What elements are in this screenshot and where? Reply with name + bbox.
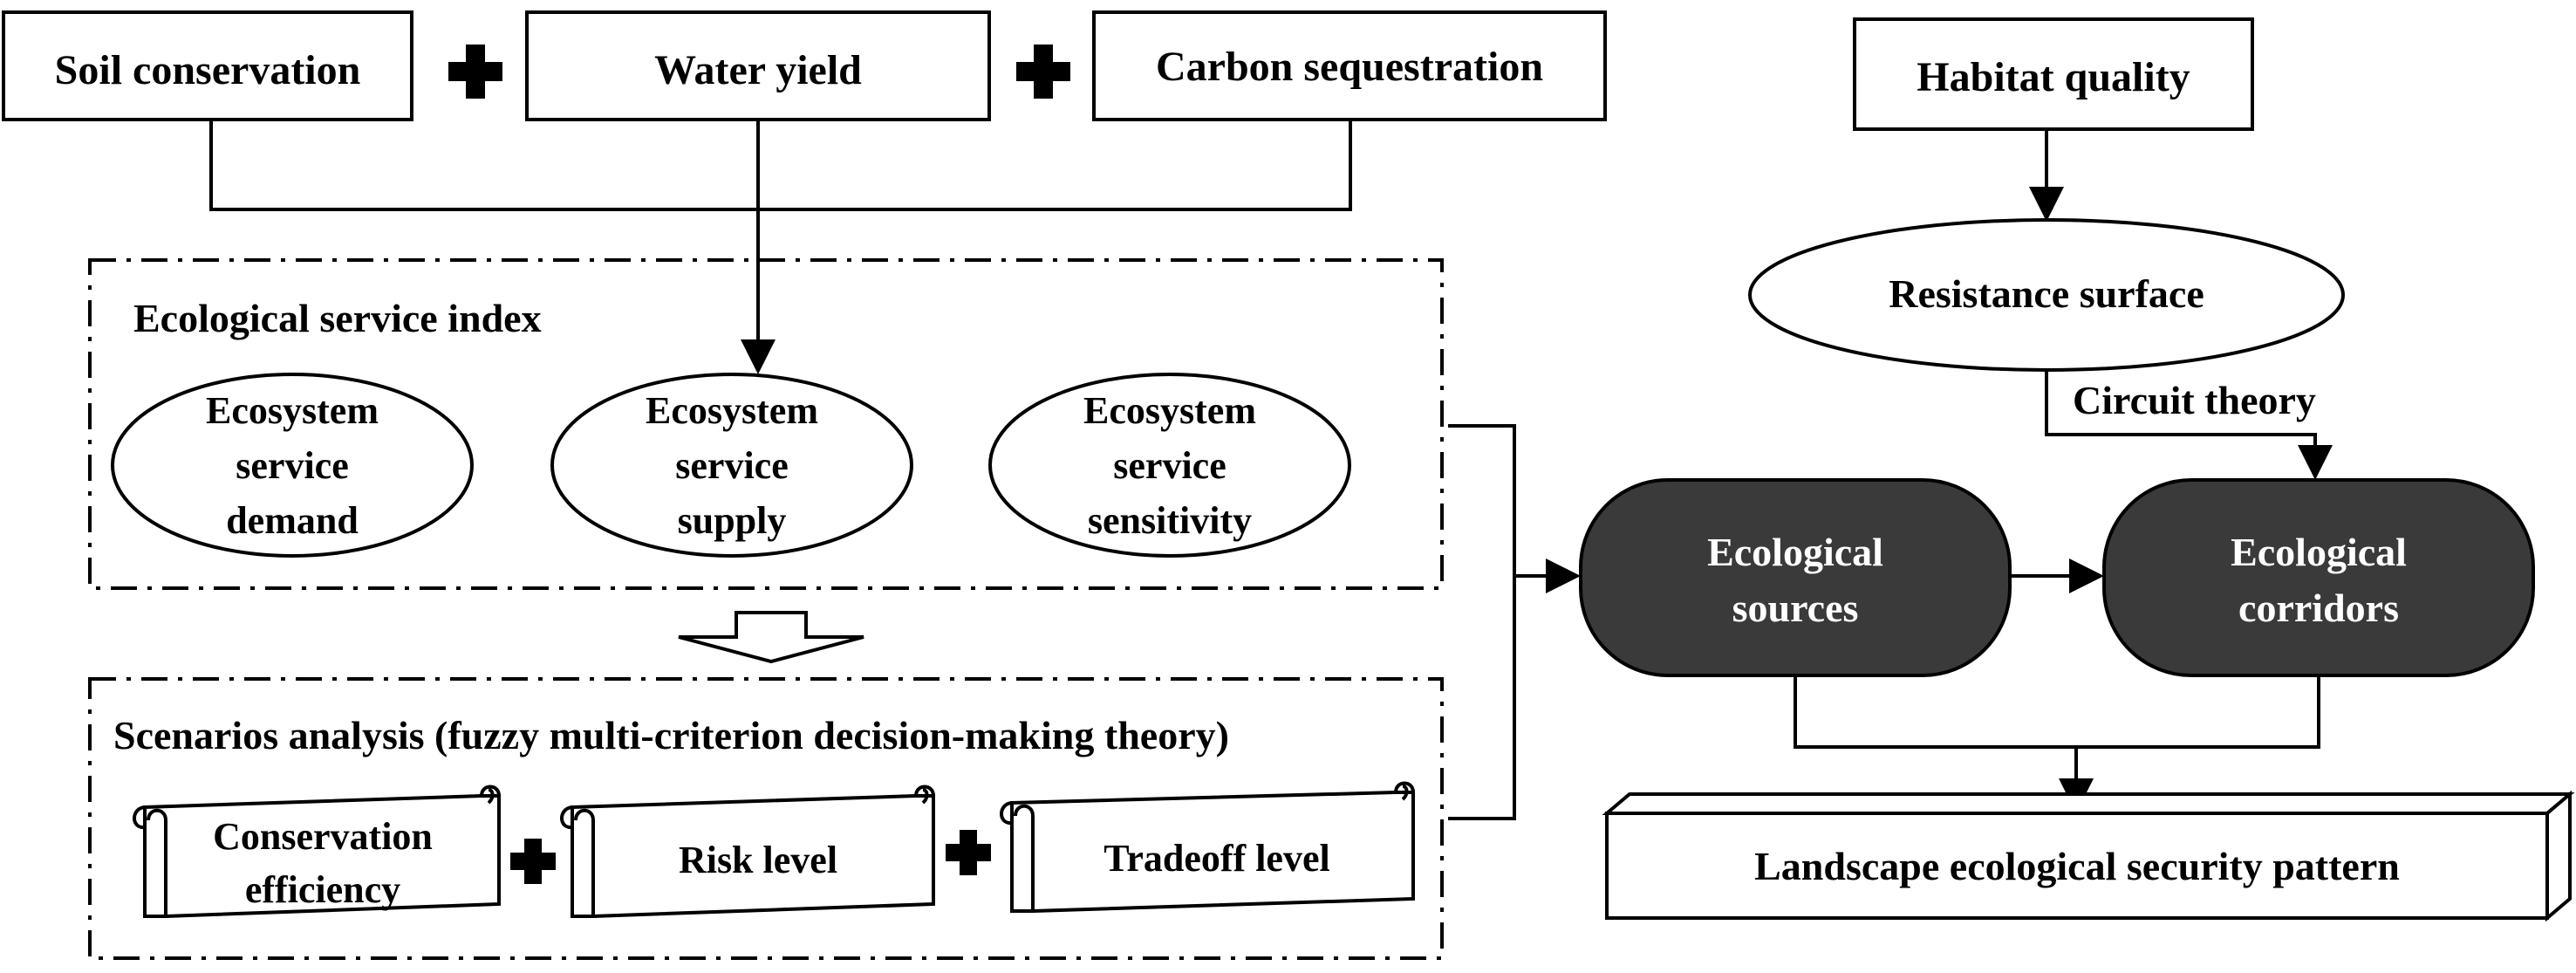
input-merge-line <box>209 120 1352 211</box>
risk-level-label: Risk level <box>679 839 837 881</box>
water-yield-label: Water yield <box>654 47 862 93</box>
soil-conservation-label: Soil conservation <box>55 47 361 93</box>
scenarios-analysis-group <box>88 677 1444 960</box>
soil-conservation-node: Soil conservation <box>2 10 413 121</box>
ecological-sources-line-2: sources <box>1732 586 1859 630</box>
es-sensitivity-line-1: Ecosystem <box>1083 389 1256 432</box>
resistance-surface-node: Resistance surface <box>1748 218 2345 372</box>
plus-icon <box>1016 45 1070 99</box>
ecological-service-index-label: Ecological service index <box>133 296 542 340</box>
plus-icon <box>510 839 556 884</box>
ecological-sources-line-1: Ecological <box>1707 530 1883 574</box>
carbon-sequestration-node: Carbon sequestration <box>1092 10 1607 121</box>
water-yield-node: Water yield <box>525 10 991 121</box>
ecological-sources-node: Ecological sources <box>1579 478 2012 677</box>
tradeoff-level-label: Tradeoff level <box>1104 837 1329 880</box>
resistance-surface-label: Resistance surface <box>1889 271 2204 316</box>
es-demand-line-1: Ecosystem <box>206 389 379 432</box>
risk-level-node: Risk level <box>560 785 935 918</box>
ecosystem-service-demand-node: Ecosystem service demand <box>111 373 474 558</box>
conservation-efficiency-line-1: Conservation <box>213 815 433 858</box>
ecosystem-service-sensitivity-node: Ecosystem service sensitivity <box>988 373 1351 558</box>
circuit-theory-label: Circuit theory <box>2073 378 2316 422</box>
conservation-efficiency-node: Conservation efficiency <box>133 785 501 918</box>
landscape-pattern-node: Landscape ecological security pattern <box>1602 790 2575 922</box>
conservation-efficiency-line-2: efficiency <box>245 868 400 911</box>
landscape-pattern-label: Landscape ecological security pattern <box>1754 844 2400 888</box>
habitat-quality-node: Habitat quality <box>1853 17 2254 131</box>
es-supply-line-1: Ecosystem <box>646 389 818 432</box>
ecological-corridors-line-1: Ecological <box>2231 530 2407 574</box>
carbon-sequestration-label: Carbon sequestration <box>1156 44 1543 90</box>
plus-icon <box>946 830 991 875</box>
tradeoff-level-node: Tradeoff level <box>1000 781 1415 913</box>
ecological-corridors-node: Ecological corridors <box>2102 478 2535 677</box>
ecological-service-index-group <box>88 258 1444 590</box>
es-sensitivity-line-2: service <box>1113 444 1226 487</box>
hollow-down-arrow-icon <box>678 611 864 664</box>
es-sensitivity-line-3: sensitivity <box>1088 499 1252 542</box>
es-demand-line-3: demand <box>226 499 359 542</box>
scenarios-analysis-label: Scenarios analysis (fuzzy multi-criterio… <box>113 713 1229 757</box>
ecosystem-service-supply-node: Ecosystem service supply <box>550 373 913 558</box>
es-supply-line-2: service <box>675 444 788 487</box>
plus-icon <box>448 45 502 99</box>
ecological-corridors-line-2: corridors <box>2238 586 2399 630</box>
es-supply-line-3: supply <box>678 499 787 542</box>
resistance-to-corridors-line <box>2045 370 2333 480</box>
es-demand-line-2: service <box>236 444 348 487</box>
habitat-quality-label: Habitat quality <box>1917 54 2190 100</box>
service-index-connector <box>1448 424 1516 820</box>
pattern-merge-line <box>1794 675 2320 749</box>
